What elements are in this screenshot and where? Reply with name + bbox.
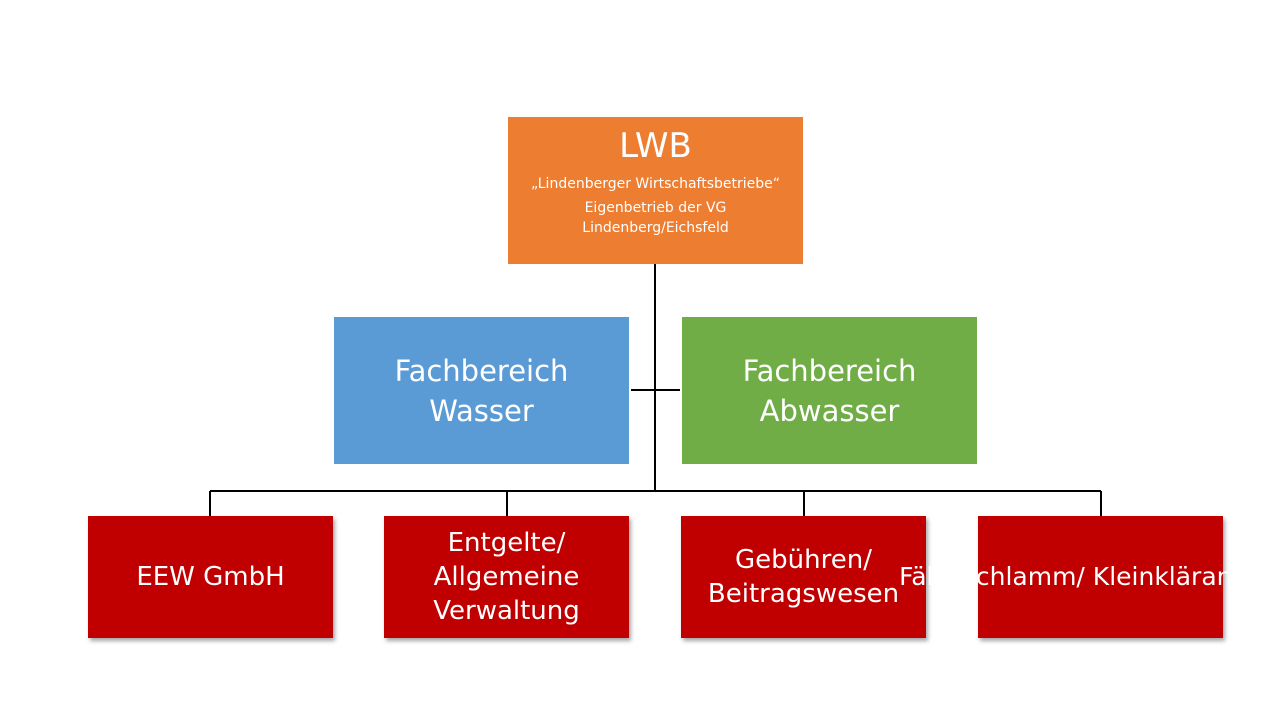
- root-title: LWB: [619, 126, 692, 166]
- root-subtitle: „Lindenberger Wirtschaftsbetriebe“: [531, 176, 780, 192]
- unit-label: EEW GmbH: [136, 562, 285, 592]
- department-node-wasser: Fachbereich Wasser: [334, 317, 629, 464]
- unit-node-entgelte: Entgelte/ Allgemeine Verwaltung: [384, 516, 629, 638]
- department-label: Fachbereich Wasser: [394, 353, 569, 428]
- unit-label: Entgelte/ Allgemeine Verwaltung: [433, 528, 580, 626]
- department-label: Fachbereich Abwasser: [742, 353, 917, 428]
- unit-label: Fäkalschlamm/ Kleinkläranlagen: [899, 562, 1280, 591]
- unit-label: Gebühren/ Beitragswesen: [707, 545, 900, 609]
- department-node-abwasser: Fachbereich Abwasser: [682, 317, 977, 464]
- unit-node-faekalschlamm: Fäkalschlamm/ Kleinkläranlagen: [899, 516, 1280, 638]
- root-description: Eigenbetrieb der VG Lindenberg/Eichsfeld: [582, 200, 729, 236]
- root-node-lwb: LWB „Lindenberger Wirtschaftsbetriebe“ E…: [508, 117, 803, 264]
- unit-node-gebuehren: Gebühren/ Beitragswesen: [681, 516, 926, 638]
- unit-node-eew-gmbh: EEW GmbH: [88, 516, 333, 638]
